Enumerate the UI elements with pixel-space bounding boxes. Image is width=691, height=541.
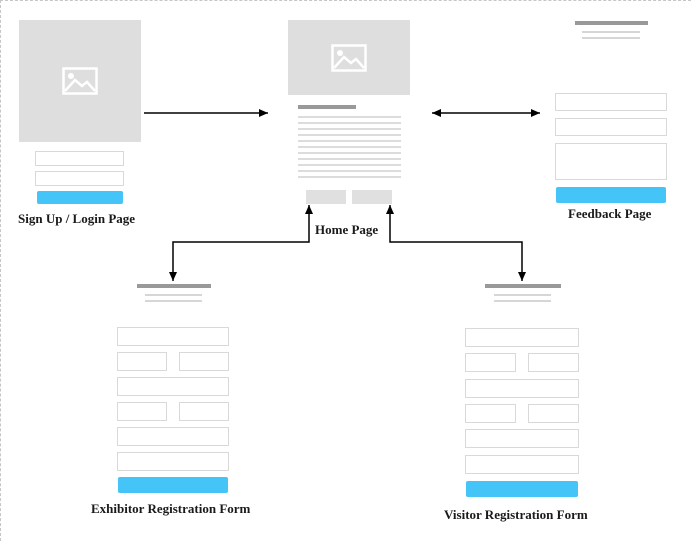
arrow-home-visitor: [386, 205, 526, 281]
feedback-heading-bar: [575, 21, 648, 25]
canvas-left-border: [0, 0, 1, 541]
exhibitor-form-field[interactable]: [117, 352, 167, 371]
visitor-form-field[interactable]: [465, 455, 579, 474]
home-text-line: [298, 122, 401, 124]
visitor-form-field[interactable]: [465, 379, 579, 398]
exhibitor-form-field[interactable]: [117, 452, 229, 471]
exhibitor-submit-button[interactable]: [118, 477, 228, 493]
signup-login-image-placeholder: [19, 20, 141, 142]
feedback-subheading-line: [582, 31, 640, 33]
feedback-subheading-line: [582, 37, 640, 39]
home-text-line: [298, 176, 401, 178]
visitor-heading-bar: [485, 284, 561, 288]
home-text-line: [298, 140, 401, 142]
login-password-field[interactable]: [35, 171, 124, 186]
feedback-message-field[interactable]: [555, 143, 667, 180]
home-text-line: [298, 158, 401, 160]
exhibitor-subheading-line: [145, 294, 202, 296]
visitor-subheading-line: [494, 300, 551, 302]
visitor-form-field[interactable]: [528, 353, 579, 372]
home-text-line: [298, 128, 401, 130]
home-text-line: [298, 146, 401, 148]
feedback-submit-button[interactable]: [556, 187, 666, 203]
home-page-label: Home Page: [315, 222, 379, 237]
home-text-line: [298, 134, 401, 136]
image-icon: [331, 44, 367, 72]
visitor-form-label: Visitor Registration Form: [444, 507, 588, 522]
feedback-page-label: Feedback Page: [568, 206, 652, 221]
exhibitor-form-field[interactable]: [117, 327, 229, 346]
exhibitor-form-field[interactable]: [179, 352, 229, 371]
visitor-form-field[interactable]: [465, 353, 516, 372]
home-text-line: [298, 116, 401, 118]
home-exhibitor-button[interactable]: [306, 190, 346, 204]
exhibitor-form-label: Exhibitor Registration Form: [91, 501, 251, 516]
login-submit-button[interactable]: [37, 191, 123, 204]
home-image-placeholder: [288, 20, 410, 95]
visitor-form-field[interactable]: [465, 429, 579, 448]
visitor-form-field[interactable]: [465, 404, 516, 423]
signup-login-page-label: Sign Up / Login Page: [18, 211, 136, 226]
exhibitor-form-field[interactable]: [117, 377, 229, 396]
exhibitor-form-field[interactable]: [117, 402, 167, 421]
exhibitor-form-field[interactable]: [117, 427, 229, 446]
exhibitor-heading-bar: [137, 284, 211, 288]
visitor-subheading-line: [494, 294, 551, 296]
visitor-form-field[interactable]: [465, 328, 579, 347]
login-username-field[interactable]: [35, 151, 124, 166]
canvas-top-border: [0, 0, 691, 1]
home-text-line: [298, 164, 401, 166]
arrow-home-exhibitor: [169, 205, 313, 281]
home-text-line: [298, 152, 401, 154]
home-visitor-button[interactable]: [352, 190, 392, 204]
home-text-line: [298, 170, 401, 172]
exhibitor-subheading-line: [145, 300, 202, 302]
visitor-submit-button[interactable]: [466, 481, 578, 497]
exhibitor-form-field[interactable]: [179, 402, 229, 421]
home-heading-bar: [298, 105, 356, 109]
feedback-name-field[interactable]: [555, 93, 667, 111]
visitor-form-field[interactable]: [528, 404, 579, 423]
image-icon: [62, 67, 98, 95]
feedback-email-field[interactable]: [555, 118, 667, 136]
